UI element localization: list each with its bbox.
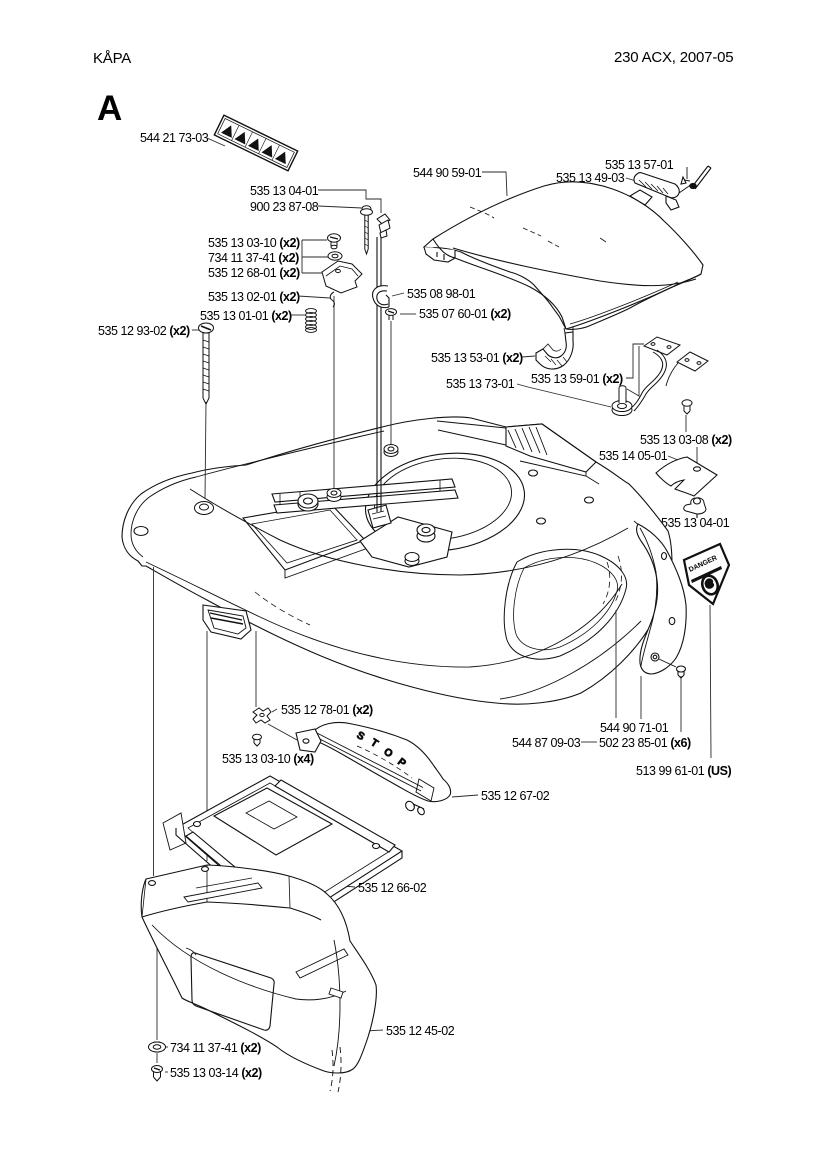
svg-text:544 90 59-01: 544 90 59-01 <box>413 166 482 180</box>
svg-text:502 23 85-01 (x6): 502 23 85-01 (x6) <box>599 736 691 750</box>
svg-text:535 13 03-10 (x2): 535 13 03-10 (x2) <box>208 236 300 250</box>
svg-text:535 12 93-02 (x2): 535 12 93-02 (x2) <box>98 324 190 338</box>
svg-text:544 21 73-03: 544 21 73-03 <box>140 131 209 145</box>
svg-text:535 07 60-01 (x2): 535 07 60-01 (x2) <box>419 307 511 321</box>
svg-text:535 13 04-01: 535 13 04-01 <box>250 184 319 198</box>
svg-text:535 13 02-01 (x2): 535 13 02-01 (x2) <box>208 290 300 304</box>
svg-text:KÅPA: KÅPA <box>93 50 131 67</box>
svg-text:535 13 73-01: 535 13 73-01 <box>446 377 515 391</box>
svg-text:535 12 66-02: 535 12 66-02 <box>358 881 427 895</box>
svg-text:544 87 09-03: 544 87 09-03 <box>512 736 581 750</box>
svg-text:535 12 68-01 (x2): 535 12 68-01 (x2) <box>208 266 300 280</box>
svg-text:535 13 03-14 (x2): 535 13 03-14 (x2) <box>170 1066 262 1080</box>
svg-text:513 99 61-01 (US): 513 99 61-01 (US) <box>636 764 731 778</box>
svg-text:535 08 98-01: 535 08 98-01 <box>407 287 476 301</box>
svg-text:535 13 57-01: 535 13 57-01 <box>605 158 674 172</box>
svg-text:535 13 53-01 (x2): 535 13 53-01 (x2) <box>431 351 523 365</box>
svg-text:900 23 87-08: 900 23 87-08 <box>250 200 319 214</box>
svg-text:535 14 05-01: 535 14 05-01 <box>599 449 668 463</box>
svg-text:535 13 59-01 (x2): 535 13 59-01 (x2) <box>531 372 623 386</box>
svg-text:535 13 01-01 (x2): 535 13 01-01 (x2) <box>200 309 292 323</box>
svg-text:734 11 37-41 (x2): 734 11 37-41 (x2) <box>208 251 299 265</box>
svg-text:535 13 03-10 (x4): 535 13 03-10 (x4) <box>222 752 314 766</box>
svg-text:535 12 67-02: 535 12 67-02 <box>481 789 550 803</box>
svg-text:535 13 04-01: 535 13 04-01 <box>661 516 730 530</box>
svg-text:544 90 71-01: 544 90 71-01 <box>600 721 669 735</box>
svg-text:535 13 03-08 (x2): 535 13 03-08 (x2) <box>640 433 732 447</box>
svg-text:535 12 78-01 (x2): 535 12 78-01 (x2) <box>281 703 373 717</box>
svg-text:A: A <box>97 89 122 128</box>
svg-text:734 11 37-41 (x2): 734 11 37-41 (x2) <box>170 1041 261 1055</box>
svg-text:230 ACX, 2007-05: 230 ACX, 2007-05 <box>614 49 733 66</box>
svg-text:535 12 45-02: 535 12 45-02 <box>386 1024 455 1038</box>
